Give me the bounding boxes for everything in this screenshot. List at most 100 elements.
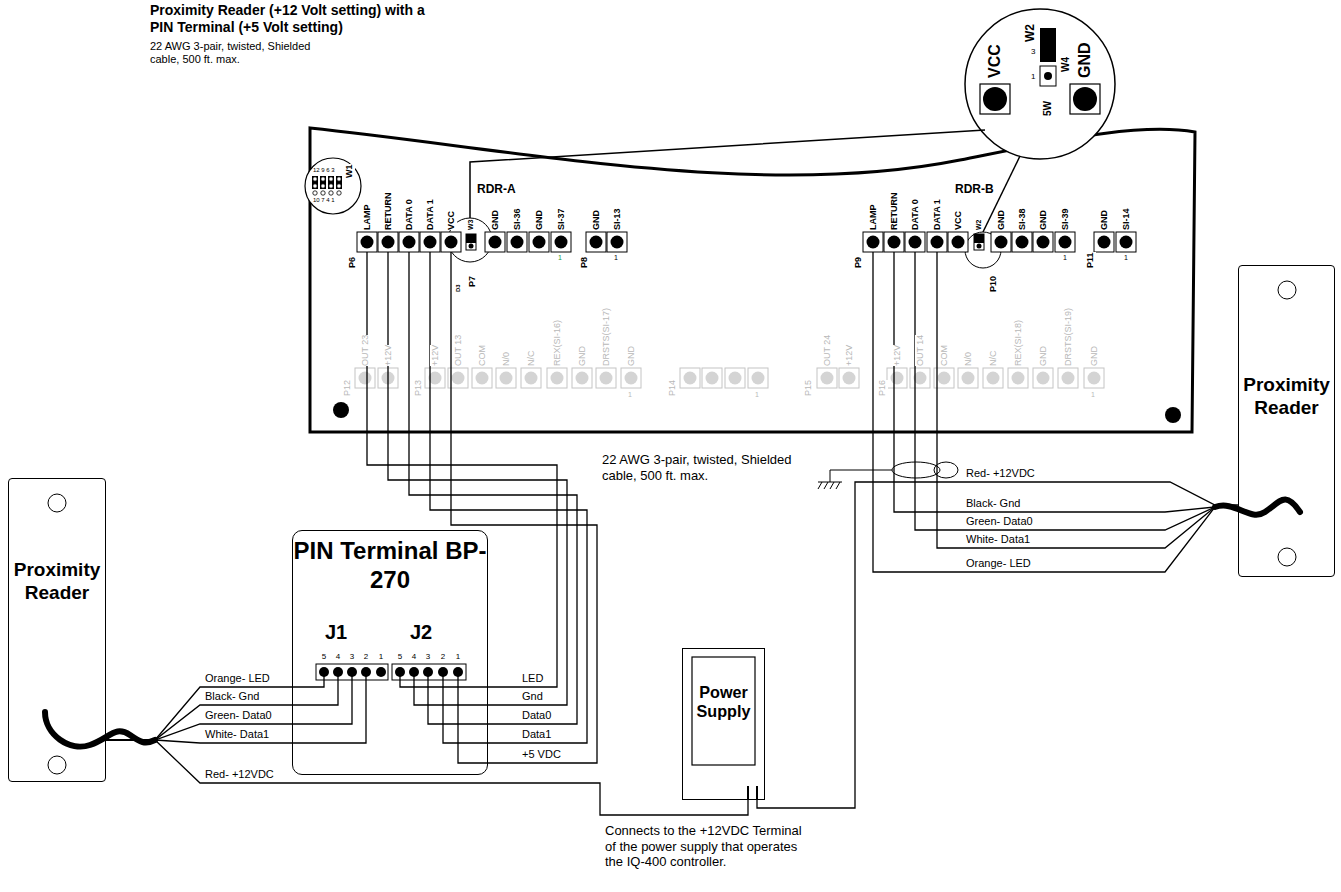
terminal-label: SI-13 [612,208,623,230]
jumper-pin [321,191,325,195]
pin-number: 5 [322,652,326,662]
unused-terminal-label: P12 [342,380,353,396]
wire-label: Orange- LED [205,672,270,685]
jumper-pin [337,184,341,188]
terminal-screw-unused [1012,372,1025,385]
terminal-label: P9 [853,257,864,268]
terminal-screw-unused [891,372,904,385]
terminal-block-unused [680,368,700,388]
zoom-callout-part [1044,72,1052,80]
reader-hole [1278,281,1296,299]
signal-wire [430,252,587,743]
terminal-block-unused [1033,368,1053,388]
terminal-screw-unused [525,372,538,385]
ground-symbol-part [818,482,822,489]
terminal-screw [1120,236,1133,249]
terminal-block [378,232,398,252]
terminal-block [551,232,571,252]
terminal-block [884,232,904,252]
terminal-block [1116,232,1136,252]
terminal-block [586,232,606,252]
terminal-label: RETURN [889,193,900,231]
unused-terminal-label: COM [477,345,488,366]
ground-symbol [818,482,842,489]
unused-terminal-label: OUT 13 [453,335,464,366]
wire-label: Black- Gnd [205,690,259,703]
shield-drain [830,470,892,482]
terminal-block-unused [521,368,541,388]
terminal-block [905,232,925,252]
terminal-screw-unused [359,372,372,385]
supply-terminal [747,786,749,800]
terminal-block-unused [725,368,745,388]
terminal-block [927,232,947,252]
unused-terminal-label: OUT 14 [915,335,926,366]
terminal-screw [909,236,922,249]
jumper-pin [313,191,317,195]
proximity-reader: Proximity Reader [1238,265,1335,577]
terminal-label: DATA 1 [932,199,943,230]
zoom-callout-part [965,9,1115,159]
terminal-screw-unused [1088,372,1101,385]
terminal-screw-unused [706,372,719,385]
wire-label: RDR-A [477,182,516,196]
pin-number: 5 [398,652,402,662]
terminal-block [420,232,440,252]
terminal-block [485,232,505,252]
pin-number: 1 [456,652,460,662]
terminal-pin [376,667,386,677]
pin-number: 4 [336,652,340,662]
jumper-pin [337,177,341,181]
diagram-title: Proximity Reader (+12 Volt setting) with… [150,2,440,36]
zoom-callout-part [1040,66,1056,86]
terminal-block [1033,232,1053,252]
jumper-symbol [974,234,984,250]
jumper-callout [305,158,361,214]
wire-label: RDR-B [955,182,994,196]
terminal-label: LAMP [868,205,879,231]
terminal-label: SI-38 [1017,208,1028,230]
terminal-screw [590,236,603,249]
terminal-block [441,232,461,252]
terminal-screw [511,236,524,249]
terminal-label: VCC [985,44,1004,78]
wiring-illustration-part [312,176,1215,800]
node-text: Proximity Reader [1239,374,1334,420]
zoom-callout-part [980,84,1010,114]
terminal-block-unused [572,368,592,388]
wire-label: 1 [1124,254,1128,262]
ground-symbol-part [830,482,834,489]
terminal-label: P8 [579,257,590,268]
pin-number: 4 [412,652,416,662]
unused-terminal-label: N/0 [963,352,974,366]
terminal-screw [1059,236,1072,249]
mounting-hole [1165,407,1181,423]
wire-label: 1 [1063,254,1067,262]
terminal-label: DATA 0 [404,199,415,230]
terminal-block-unused [596,368,616,388]
unused-terminal-label: +12V [844,345,855,366]
unused-terminal-label: REX(SI-18) [1013,320,1024,366]
terminal-screw-unused [551,372,564,385]
terminal-block-unused [1084,368,1104,388]
signal-wire [367,252,557,687]
unused-terminal-label: +12V [383,345,394,366]
reader-cable [45,712,155,747]
terminal-screw [403,236,416,249]
unused-terminal-label: +12V [430,345,441,366]
power-supply-panel [692,657,755,765]
wire-label: LED [522,672,543,685]
unused-terminal-label: P14 [667,380,678,396]
terminal-label: VCC [953,211,964,230]
node-text: PIN Terminal BP-270 [293,537,487,595]
unused-terminal-label: GND [1038,346,1049,366]
terminal-block [607,232,627,252]
jumper-pin [977,244,982,249]
terminal-block [1055,232,1075,252]
terminal-block [863,232,883,252]
terminal-label: GND [996,210,1007,230]
jumper-shunt [336,176,342,189]
terminal-label: SI-14 [1121,208,1132,230]
